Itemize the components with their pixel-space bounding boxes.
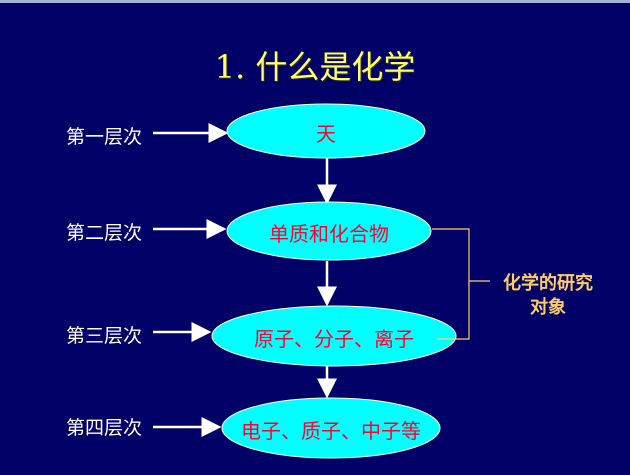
node-text-4: 电子、质子、中子等 [241,419,421,443]
level-label-4: 第四层次 [66,417,143,439]
node-ellipse-1 [226,103,426,159]
node-text-2: 单质和化合物 [269,222,389,246]
window-top-border [0,0,630,3]
node-ellipse-2 [226,201,432,261]
level-label-1: 第一层次 [66,126,143,148]
node-text-3: 原子、分子、离子 [254,327,414,351]
level-label-2: 第二层次 [66,222,143,244]
node-ellipse-4 [221,397,441,459]
bracket [432,228,490,340]
page-title: 1. 什么是化学 [214,48,416,86]
level-label-3: 第三层次 [66,325,143,347]
node-text-1: 天 [316,122,336,146]
node-ellipse-3 [211,305,457,367]
side-label-line1: 化学的研究 [503,273,593,294]
side-label: 化学的研究 对象 [490,272,606,320]
side-label-line2: 对象 [530,297,566,318]
